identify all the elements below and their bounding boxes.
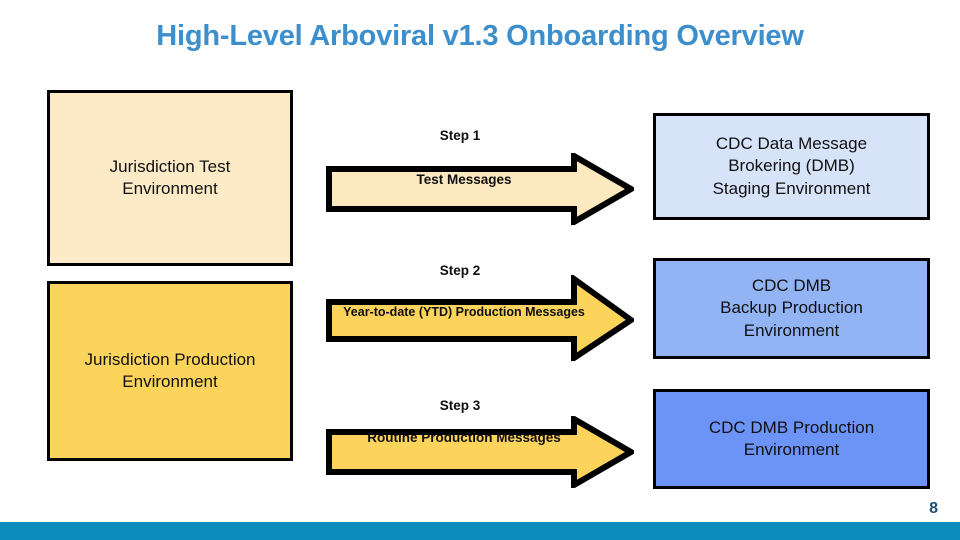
step-3-label: Step 3: [439, 398, 481, 413]
footer-bar: [0, 522, 960, 540]
step-3-arrow: [326, 416, 634, 488]
page-number: 8: [929, 500, 938, 517]
step-2-arrow: [326, 275, 634, 361]
step-2-label: Step 2: [439, 263, 481, 278]
step-1-arrow-text: Test Messages: [416, 172, 512, 187]
page-title: High-Level Arboviral v1.3 Onboarding Ove…: [156, 20, 804, 52]
step-3-arrow-polygon: [326, 416, 634, 488]
step-2-arrow-shape: [326, 275, 634, 361]
step-1-arrow-shape: [326, 153, 634, 225]
step-3-arrow-shape: [326, 416, 634, 488]
step-1-arrow: [326, 153, 634, 225]
step-1-label: Step 1: [439, 128, 481, 143]
step-1-arrow-polygon: [326, 153, 634, 225]
step-2-arrow-text: Year-to-date (YTD) Production Messages: [343, 305, 585, 319]
step-3-arrow-text: Routine Production Messages: [367, 430, 561, 445]
step-2-arrow-polygon: [326, 275, 634, 361]
